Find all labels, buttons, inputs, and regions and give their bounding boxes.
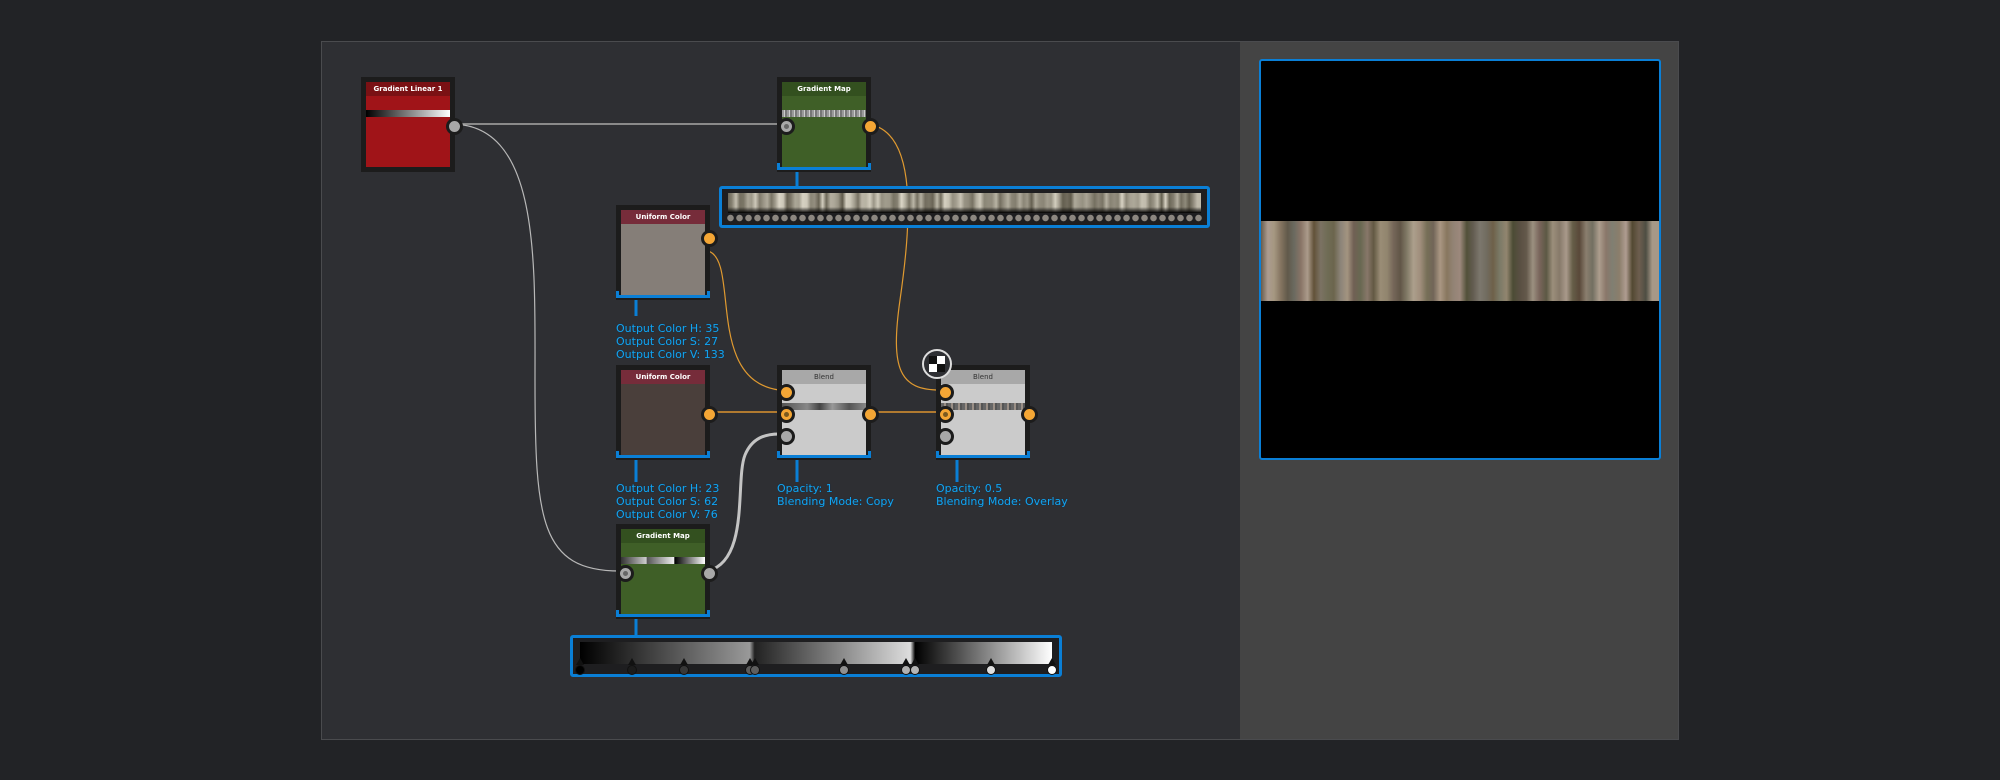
node-preview-strip (782, 403, 866, 410)
port-out[interactable] (1021, 406, 1038, 423)
node-gradient-map-top[interactable]: Gradient Map (777, 77, 879, 172)
gradient-stop-handle[interactable] (575, 658, 585, 675)
checkerboard-icon[interactable] (922, 349, 952, 379)
gradient-stop-handle[interactable] (678, 658, 689, 675)
node-thumbnail (621, 543, 705, 614)
selection-bracket (616, 291, 710, 298)
port-in2[interactable] (778, 406, 795, 423)
gradient-map-preview-bar[interactable] (719, 186, 1210, 228)
gradient-editor-ramp[interactable] (580, 642, 1052, 664)
parameter-label: Output Color S: 62 (616, 495, 719, 508)
node-blend-1[interactable]: Blend (777, 365, 879, 460)
node-thumbnail (621, 224, 705, 295)
node-gradient-map-bottom[interactable]: Gradient Map (616, 524, 718, 619)
node-preview-strip (366, 110, 450, 117)
node-title: Gradient Map (621, 529, 705, 543)
link-gradient-map-to-blend-2[interactable] (866, 123, 941, 391)
port-in3[interactable] (778, 428, 795, 445)
port-in[interactable] (617, 565, 634, 582)
parameter-label: Output Color S: 27 (616, 335, 719, 348)
parameter-label: Blending Mode: Overlay (936, 495, 1068, 508)
node-thumbnail (782, 96, 866, 167)
node-preview-strip (621, 557, 705, 564)
node-title: Blend (782, 370, 866, 384)
selection-bracket (777, 451, 871, 458)
node-preview-strip (941, 403, 1025, 410)
port-out[interactable] (701, 230, 718, 247)
selection-bracket (936, 451, 1030, 458)
parameter-label: Opacity: 0.5 (936, 482, 1003, 495)
gradient-stop-handle[interactable] (985, 658, 996, 675)
link-uniform-color-1-to-blend-1[interactable] (707, 250, 780, 391)
selection-bracket (616, 451, 710, 458)
node-title: Blend (941, 370, 1025, 384)
port-in2[interactable] (937, 406, 954, 423)
gradient-map-texture (728, 193, 1201, 213)
node-thumbnail (621, 384, 705, 455)
selection-connector (634, 171, 959, 635)
port-out[interactable] (862, 406, 879, 423)
gradient-stop-handle[interactable] (749, 658, 760, 675)
port-out[interactable] (446, 118, 463, 135)
parameter-label: Output Color V: 76 (616, 508, 718, 521)
parameter-label: Output Color V: 133 (616, 348, 725, 361)
gradient-stop-handle[interactable] (1047, 658, 1057, 675)
preview-texture (1261, 221, 1659, 301)
port-in3[interactable] (937, 428, 954, 445)
link-gradient-linear-to-gradient-map-bottom[interactable] (450, 123, 621, 572)
gradient-editor-bar[interactable] (570, 635, 1062, 677)
port-in1[interactable] (937, 384, 954, 401)
port-out[interactable] (701, 406, 718, 423)
port-in[interactable] (778, 118, 795, 135)
gradient-stop-handle[interactable] (839, 658, 850, 675)
port-out[interactable] (701, 565, 718, 582)
selection-bracket (616, 610, 710, 617)
link-gradient-map-bottom-to-blend-1[interactable] (707, 432, 780, 573)
node-title: Gradient Map (782, 82, 866, 96)
node-thumbnail (366, 96, 450, 167)
node-title: Uniform Color (621, 210, 705, 224)
port-out[interactable] (862, 118, 879, 135)
node-uniform-color-2[interactable]: Uniform Color (616, 365, 718, 460)
gradient-stop-handle[interactable] (910, 658, 921, 675)
gradient-stop-handle[interactable] (626, 658, 637, 675)
node-gradient-linear[interactable]: Gradient Linear 1 (361, 77, 463, 172)
selection-bracket (777, 163, 871, 170)
node-uniform-color-1[interactable]: Uniform Color (616, 205, 718, 300)
parameter-label: Blending Mode: Copy (777, 495, 894, 508)
parameter-label: Output Color H: 23 (616, 482, 720, 495)
node-title: Gradient Linear 1 (366, 82, 450, 96)
gradient-map-stop-handles[interactable] (726, 213, 1203, 223)
node-blend-2[interactable]: Blend (936, 365, 1038, 460)
port-in1[interactable] (778, 384, 795, 401)
node-title: Uniform Color (621, 370, 705, 384)
node-preview-strip (782, 110, 866, 117)
parameter-label: Opacity: 1 (777, 482, 833, 495)
preview-viewport[interactable] (1259, 59, 1661, 460)
node-thumbnail (782, 384, 866, 455)
node-thumbnail (941, 384, 1025, 455)
parameter-label: Output Color H: 35 (616, 322, 720, 335)
